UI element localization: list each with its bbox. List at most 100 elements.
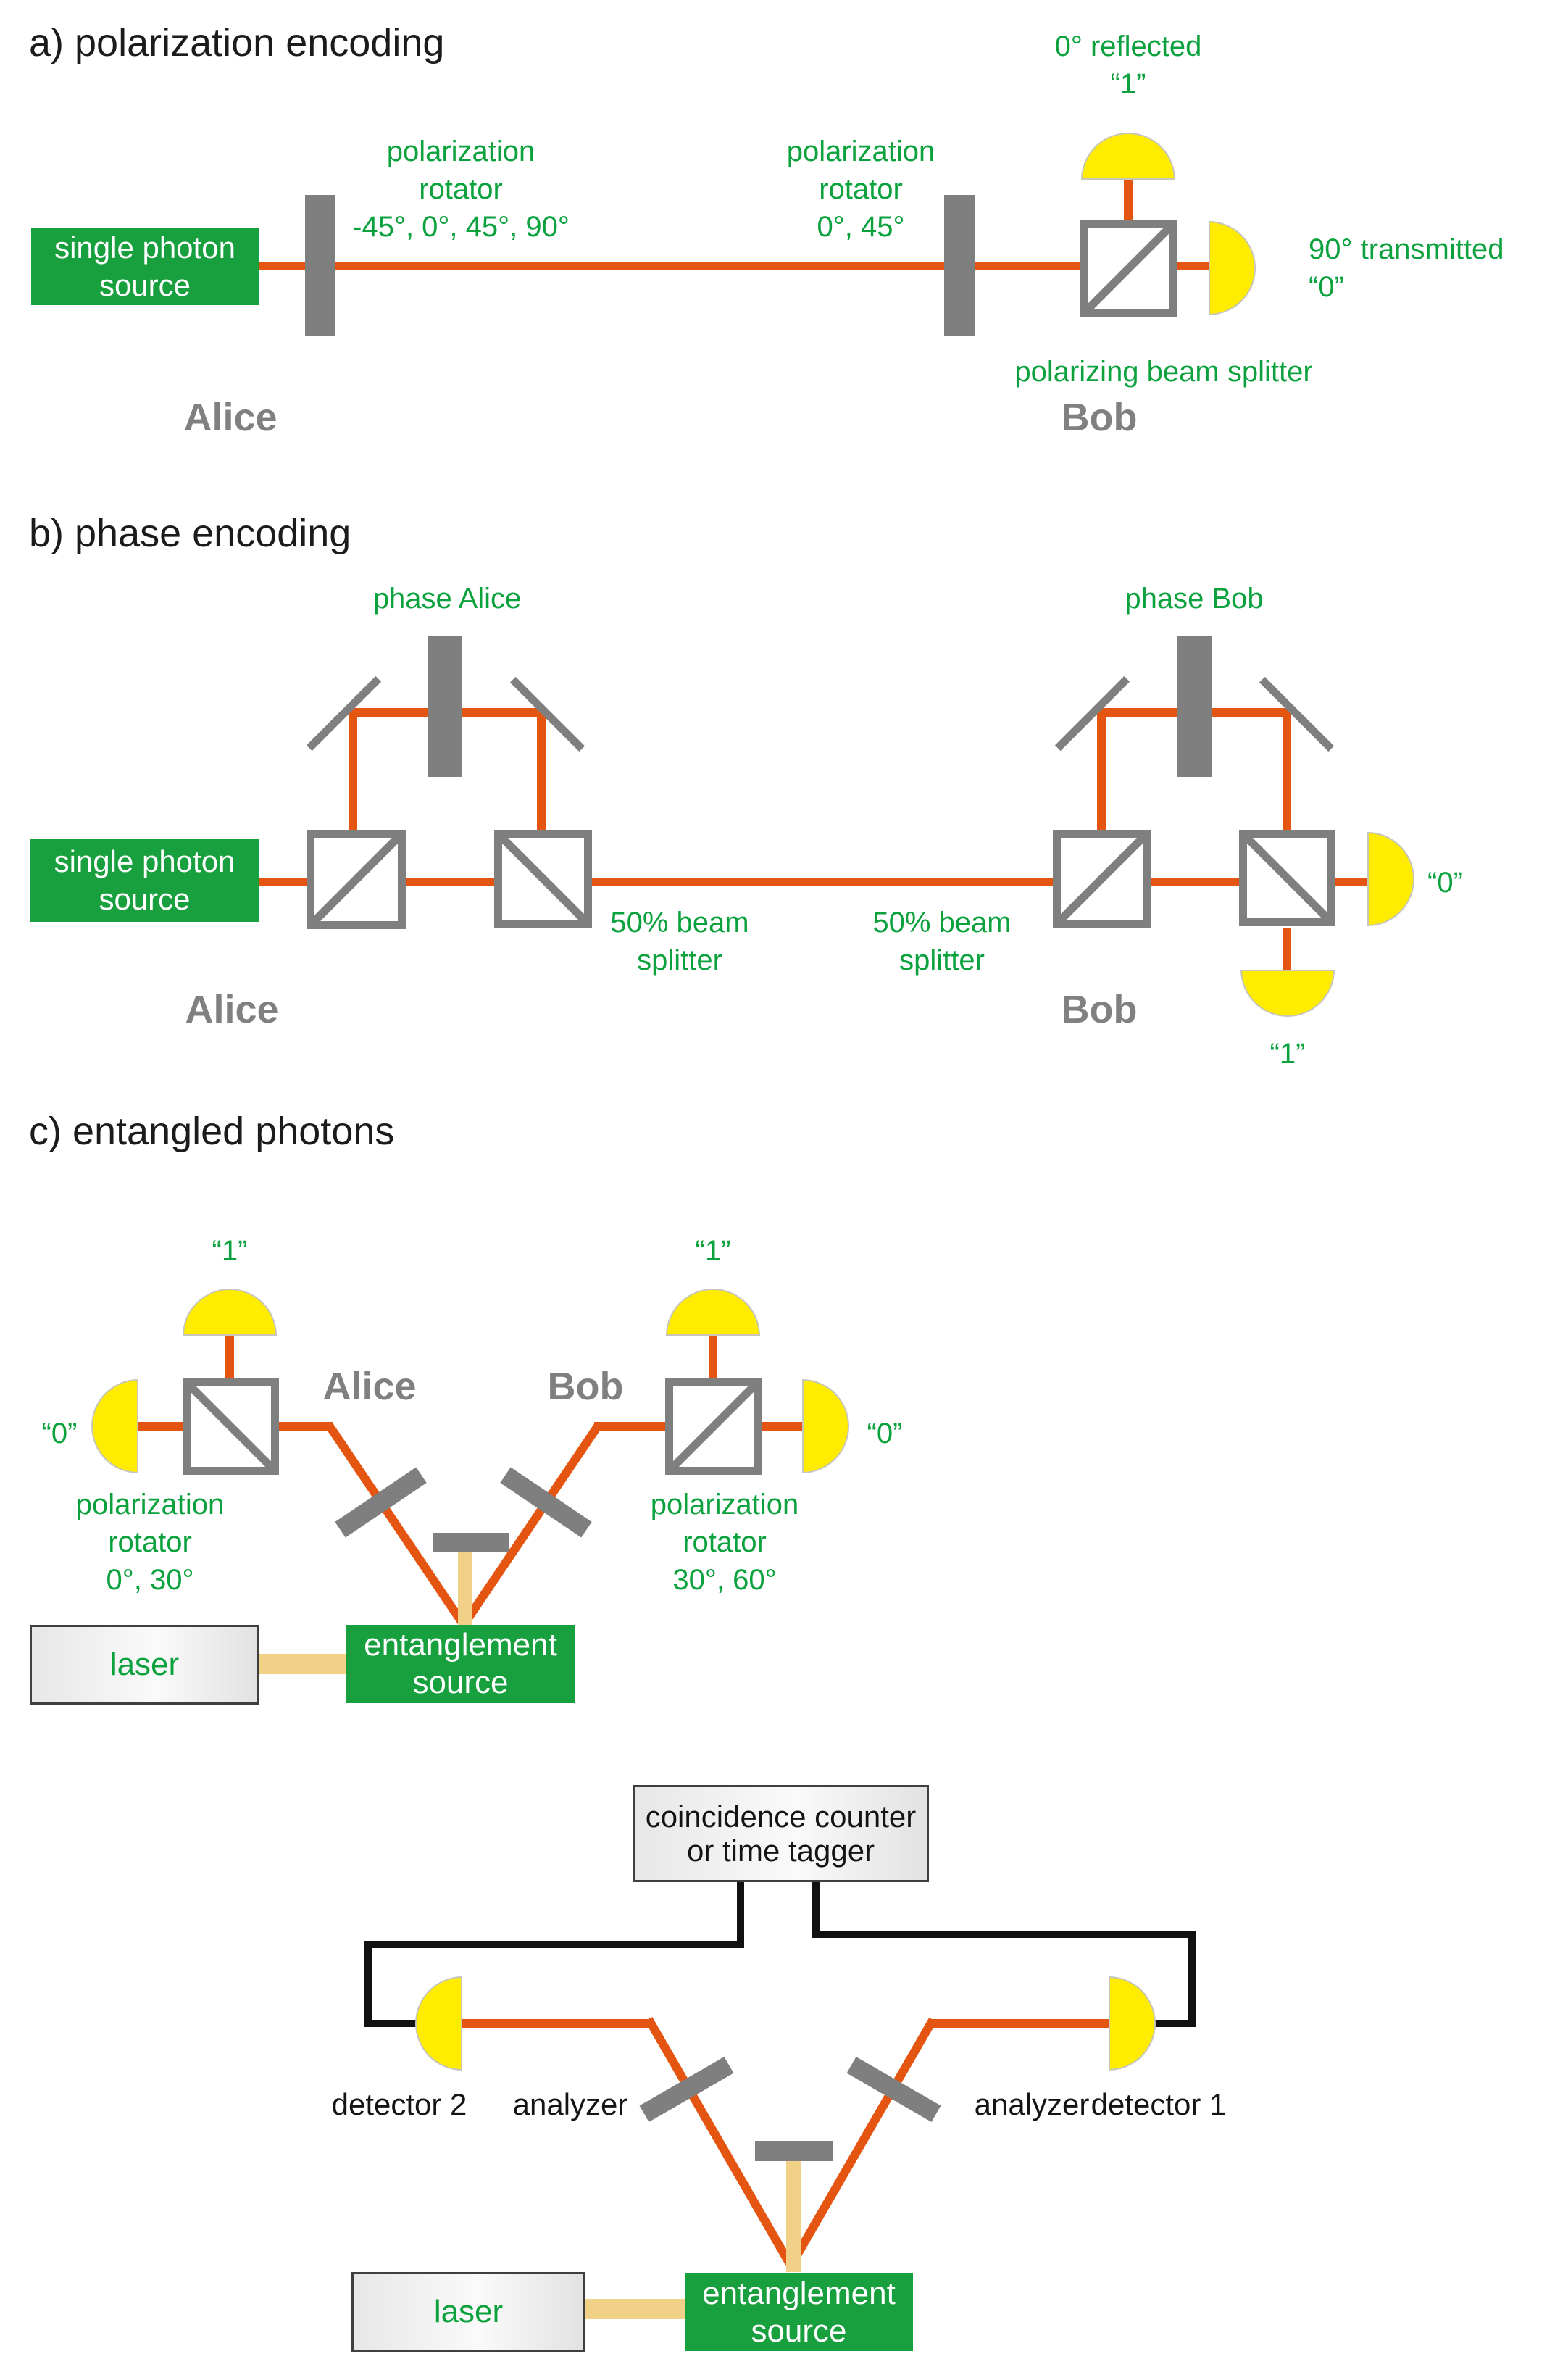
alice-label-b: Alice [185,988,279,1031]
mz-riser-bob-right [1283,712,1291,830]
wire-right-vertical [1188,1931,1196,2027]
rotator-label-line: polarization [386,136,535,167]
one-label-c-bob: “1” [695,1235,731,1267]
pump-beam-up-c [458,1552,472,1625]
rotator-label-line: polarization [650,1489,799,1520]
transmitted-label-a: 90° transmitted “0” [1309,230,1504,306]
detector-icon-1 [1109,1976,1156,2071]
polarization-rotator-icon-alice-a [305,195,335,336]
one-label-c-alice: “1” [212,1235,248,1267]
rotator-label-line: rotator [683,1526,767,1558]
beam-splitter-diagonal [673,1386,754,1467]
alice-label-a: Alice [183,396,278,439]
wire-right-horizontal [812,1931,1196,1938]
entanglement-source-label: source [751,2313,847,2349]
pbs-label-a: polarizing beam splitter [1014,356,1313,388]
beam-c-bob-h [594,1422,665,1431]
bs50-label-1: 50% beam splitter [610,904,749,979]
analyzer-icon-right [846,2056,941,2123]
beam-splitter-diagonal [191,1386,271,1467]
bs50-label-line: splitter [899,944,985,976]
detector-icon-c-bob-0 [802,1379,849,1473]
analyzer-icon-left [639,2056,734,2123]
rotator-label-line: rotator [108,1526,192,1558]
mirror-icon-c2 [755,2141,833,2161]
phase-alice-label: phase Alice [372,583,522,615]
rotator-label-line: polarization [75,1489,225,1520]
single-photon-source-label: single photon [54,844,235,878]
detector-icon-c-alice-0 [91,1379,138,1473]
det0-label-b: “0” [1427,867,1463,899]
polarization-rotator-icon-bob-a [944,195,975,336]
beam-c-bob-1 [709,1336,717,1378]
det1-label-b: “1” [1269,1038,1306,1070]
beam-c-alice-0 [138,1422,183,1431]
section-a-title: a) polarization encoding [29,21,445,65]
laser-beam-c [259,1654,346,1674]
analyzer-label-right: analyzer [974,2087,1090,2121]
bs50-label-line: 50% beam [872,907,1012,939]
beam-splitter-icon-bob-2 [1239,830,1335,926]
detector1-label: detector 1 [1091,2087,1227,2121]
mz-riser-alice-left [349,712,357,830]
laser-box-c: laser [30,1625,259,1705]
reflected-label-line: 0° reflected [1054,30,1202,62]
rotator-label-line: polarization [786,136,935,167]
wire-left-horizontal [364,1941,744,1948]
single-photon-source-box-a: single photon source [31,228,259,305]
rotator-label-c-alice: polarization rotator 0°, 30° [76,1486,225,1599]
single-photon-source-label: source [99,881,191,916]
rotator-label-bob-a: polarization rotator 0°, 45° [787,133,935,246]
wire-left-stub [737,1880,744,1948]
single-photon-source-label: source [99,268,191,302]
entanglement-source-label: source [412,1665,509,1700]
zero-label-c-bob: “0” [867,1418,903,1449]
detector-icon-a-reflected [1081,133,1175,180]
bob-label-b: Bob [1061,988,1138,1031]
beam-splitter-icon-alice-1 [307,830,406,929]
rotator-label-line: 0°, 30° [106,1564,194,1596]
detector2-label: detector 2 [331,2087,467,2121]
reflected-label-a: 0° reflected “1” [1055,28,1202,103]
transmitted-label-line: 90° transmitted [1309,233,1504,265]
zero-label-c-alice: “0” [41,1418,78,1449]
polarizing-beam-splitter-icon [1080,220,1177,317]
section-b-title: b) phase encoding [29,512,351,555]
bs50-label-line: splitter [637,944,722,976]
beam-splitter-diagonal [502,838,584,920]
wire-left-vertical [364,1941,372,2027]
alice-label-c: Alice [322,1365,417,1408]
beam-c-bob-0 [762,1422,802,1431]
mz-riser-bob-left [1097,712,1106,830]
beam-splitter-icon-c-bob [665,1378,762,1475]
laser-label-c2: laser [433,2294,504,2329]
section-c-title: c) entangled photons [29,1110,395,1153]
mz-riser-alice-right [537,712,546,830]
rotator-label-line: rotator [819,173,903,205]
reflected-label-line: “1” [1110,68,1146,100]
detector-icon-b-1 [1240,970,1335,1017]
coincidence-counter-label: or time tagger [686,1834,875,1868]
wire-right-to-detector [1152,2020,1196,2027]
beam-splitter-icon-bob-1 [1053,830,1151,928]
beam-c-alice-h [279,1422,333,1431]
detector-icon-c-bob-1 [666,1289,760,1336]
beam-c2-right-h [931,2019,1112,2028]
beam-splitter-diagonal [314,838,398,921]
beam-c2-left-h [462,2019,652,2028]
bob-label-c: Bob [547,1365,624,1408]
bs50-label-2: 50% beam splitter [872,904,1011,979]
detector-icon-2 [415,1976,462,2071]
detector-icon-c-alice-1 [183,1289,277,1336]
transmitted-label-line: “0” [1309,271,1344,303]
bob-label-a: Bob [1061,396,1138,439]
laser-box-c2: laser [351,2272,585,2352]
photon-beam-b-down [1283,928,1291,970]
laser-beam-c2 [585,2299,685,2319]
photon-beam-b [259,878,1367,886]
coincidence-counter-box: coincidence counter or time tagger [633,1785,929,1882]
analyzer-label-left: analyzer [512,2087,628,2121]
rotator-label-line: 30°, 60° [672,1564,777,1596]
phase-modulator-icon-bob [1177,636,1212,777]
